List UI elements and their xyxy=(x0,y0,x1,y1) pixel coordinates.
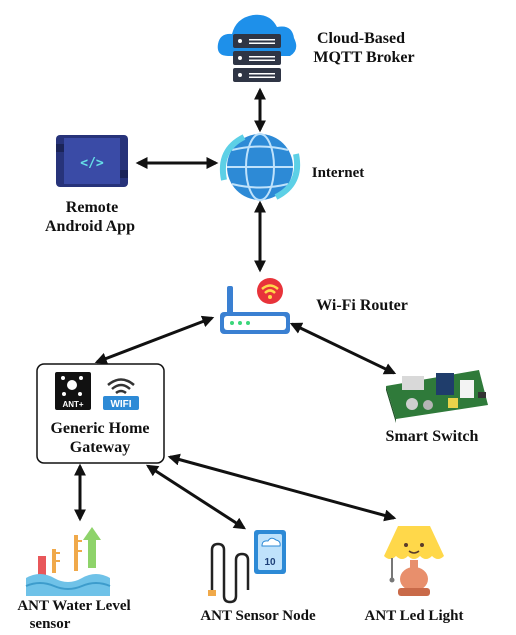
internet-node: Internet xyxy=(220,133,365,201)
sensor-node-icon: 10 xyxy=(208,530,286,604)
water-sensor-label-line2: sensor xyxy=(30,616,71,632)
broker-node: Cloud-Based MQTT Broker xyxy=(217,14,415,82)
wifi-icon: WIFI xyxy=(103,378,139,410)
water-sensor-node: ANT Water Level sensor xyxy=(17,527,131,632)
edge-gateway-sensornode xyxy=(145,464,247,530)
lamp-icon xyxy=(384,526,444,596)
edge-router-switch xyxy=(289,322,397,375)
android-app-icon: </> xyxy=(56,135,128,187)
remote-app-label-line2: Android App xyxy=(45,218,135,235)
edge-router-gateway xyxy=(94,315,215,365)
ant-plus-icon: ANT+ xyxy=(55,372,91,410)
circuit-board-icon xyxy=(386,370,488,423)
sensor-node-node: 10 ANT Sensor Node xyxy=(200,530,316,624)
edges xyxy=(74,87,397,530)
edge-gateway-led xyxy=(167,453,397,522)
remote-app-node: </> Remote Android App xyxy=(45,135,135,235)
gateway-label-line2: Gateway xyxy=(70,439,130,456)
smart-switch-node: Smart Switch xyxy=(386,370,488,445)
sensor-node-display-value: 10 xyxy=(264,557,276,568)
gateway-node: ANT+ WIFI Generic Home Gateway xyxy=(36,363,165,464)
cloud-server-icon xyxy=(217,14,297,82)
remote-app-label-line1: Remote xyxy=(66,199,118,216)
smart-switch-label: Smart Switch xyxy=(386,428,479,445)
water-level-icon xyxy=(25,527,111,596)
led-light-node: ANT Led Light xyxy=(365,526,464,624)
svg-text:</>: </> xyxy=(80,156,104,171)
gateway-wifi-badge: WIFI xyxy=(110,399,131,410)
sensor-node-label: ANT Sensor Node xyxy=(200,608,316,624)
broker-label-line1: Cloud-Based xyxy=(317,30,405,47)
router-node: Wi-Fi Router xyxy=(220,278,408,334)
gateway-ant-badge: ANT+ xyxy=(62,400,83,409)
globe-icon xyxy=(220,133,300,201)
broker-label-line2: MQTT Broker xyxy=(313,49,414,66)
router-label: Wi-Fi Router xyxy=(316,297,408,314)
internet-label: Internet xyxy=(312,165,365,181)
water-sensor-label-line1: ANT Water Level xyxy=(17,598,130,614)
gateway-label-line1: Generic Home xyxy=(50,420,149,437)
led-light-label: ANT Led Light xyxy=(365,608,464,624)
wifi-router-icon xyxy=(220,278,290,334)
